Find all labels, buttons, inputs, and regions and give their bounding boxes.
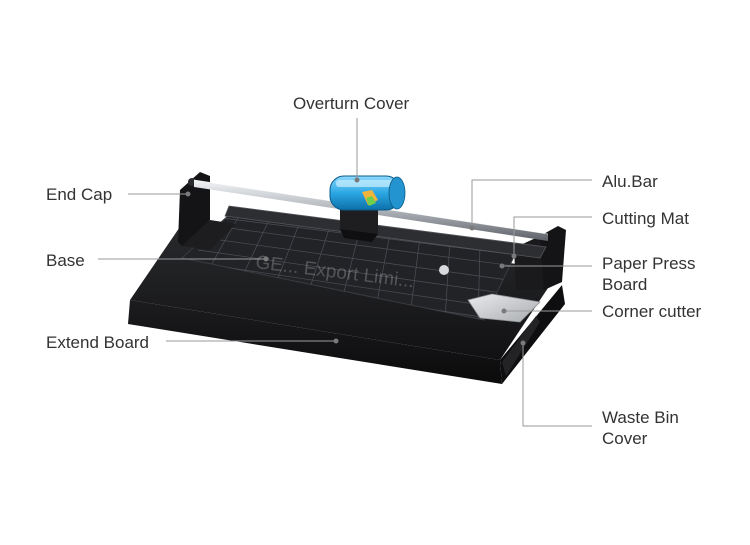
leader-alu-bar [471, 179, 592, 226]
label-alu-bar: Alu.Bar [602, 172, 658, 191]
paper-press-board [224, 205, 547, 259]
end-cap-left [178, 172, 210, 246]
label-base: Base [46, 251, 85, 270]
brand-logo-icon [439, 265, 449, 275]
label-cutting-mat: Cutting Mat [602, 209, 689, 228]
end-cap-left-face [182, 220, 236, 250]
label-overturn-cover: Overturn Cover [293, 94, 410, 113]
label-paper-press-board-line-2: Board [602, 275, 648, 294]
label-paper-press-board: Paper Press Board [602, 253, 696, 295]
leader-dots [185, 177, 526, 346]
waste-bin-cover [502, 316, 540, 376]
leader-waste-bin-cover [522, 345, 592, 427]
cutter-head [329, 175, 406, 242]
label-end-cap: End Cap [46, 185, 113, 204]
leader-lines [98, 118, 592, 427]
label-waste-bin-cover-line-1: Waste Bin [602, 408, 679, 427]
label-corner-cutter: Corner cutter [602, 302, 702, 321]
base-front-face [128, 300, 502, 384]
label-waste-bin-cover-line-2: Cover [602, 429, 648, 448]
trimmer-body: GE... Export Limi... [128, 172, 566, 384]
label-paper-press-board-line-1: Paper Press [602, 254, 696, 273]
corner-cutter [467, 293, 541, 323]
leader-cutting-mat [513, 216, 592, 254]
end-cap-right [538, 226, 566, 290]
label-waste-bin-cover: Waste Bin Cover [602, 407, 679, 449]
label-extend-board: Extend Board [46, 333, 150, 352]
